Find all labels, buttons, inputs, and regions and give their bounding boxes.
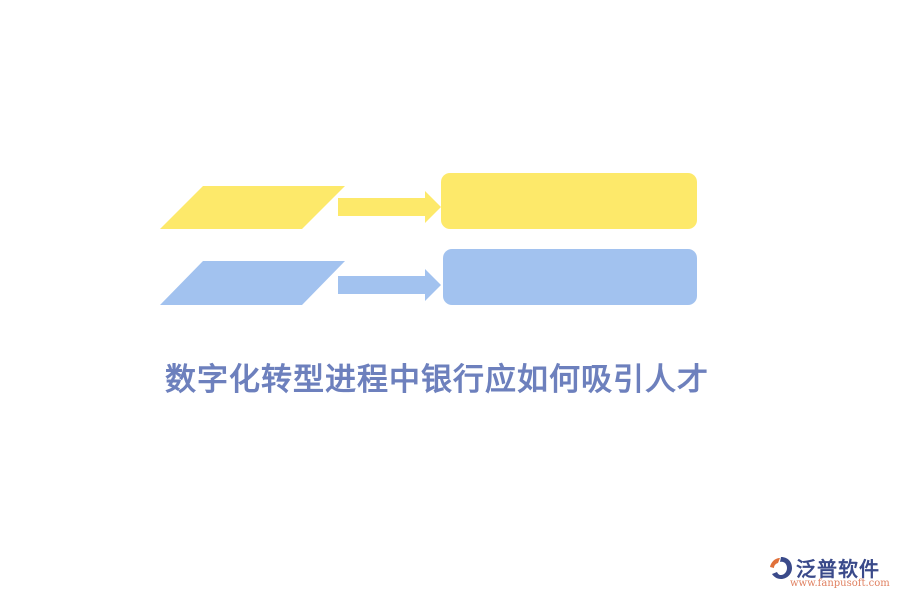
blue-parallelogram	[160, 261, 345, 305]
brand-logo: 泛普软件 www.fanpusoft.com	[768, 553, 894, 593]
page-title: 数字化转型进程中银行应如何吸引人才	[165, 362, 709, 398]
yellow-parallelogram	[160, 186, 345, 229]
logo-swirl-icon	[770, 557, 792, 579]
yellow-arrow	[338, 191, 441, 223]
blue-arrow	[338, 269, 441, 301]
blue-box	[443, 249, 697, 305]
yellow-box	[441, 173, 697, 229]
logo-url: www.fanpusoft.com	[790, 578, 890, 589]
logo-name: 泛普软件	[796, 557, 880, 581]
